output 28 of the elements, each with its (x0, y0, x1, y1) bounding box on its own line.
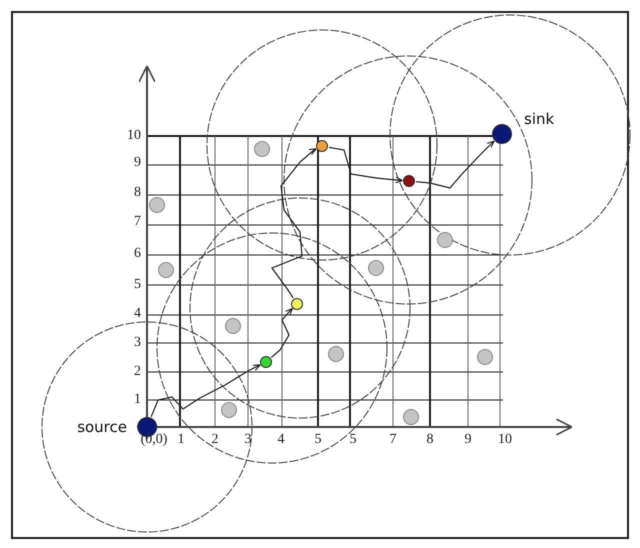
tick-label: 8 (426, 432, 434, 448)
arrow (328, 146, 404, 184)
tick-label: 3 (134, 335, 141, 351)
arrow (270, 308, 294, 358)
node-label: sink (524, 110, 554, 128)
tick-label: 4 (278, 432, 284, 448)
tick-label: 2 (134, 364, 141, 380)
tick-label: 9 (134, 155, 141, 171)
tick-label: (0,0) (140, 432, 168, 448)
tick-label: 5 (350, 432, 356, 448)
tick-label: 10 (127, 128, 141, 144)
arrow (150, 364, 261, 418)
tick-label: 1 (134, 392, 141, 408)
tick-label: 3 (244, 432, 252, 448)
tick-label: 5 (314, 432, 322, 448)
tick-label: 9 (464, 432, 472, 448)
tick-label: 2 (212, 432, 218, 448)
tick-label: 8 (134, 185, 141, 201)
node-label: source (77, 418, 127, 436)
tick-label: 6 (134, 246, 141, 262)
arrow (416, 140, 495, 189)
tick-label: 5 (134, 277, 141, 293)
tick-label: 7 (390, 432, 396, 448)
tick-label: 4 (134, 306, 141, 322)
tick-label: 1 (178, 432, 184, 448)
arrow (271, 148, 317, 298)
tick-label: 7 (134, 214, 141, 230)
tick-label: 10 (498, 432, 512, 448)
